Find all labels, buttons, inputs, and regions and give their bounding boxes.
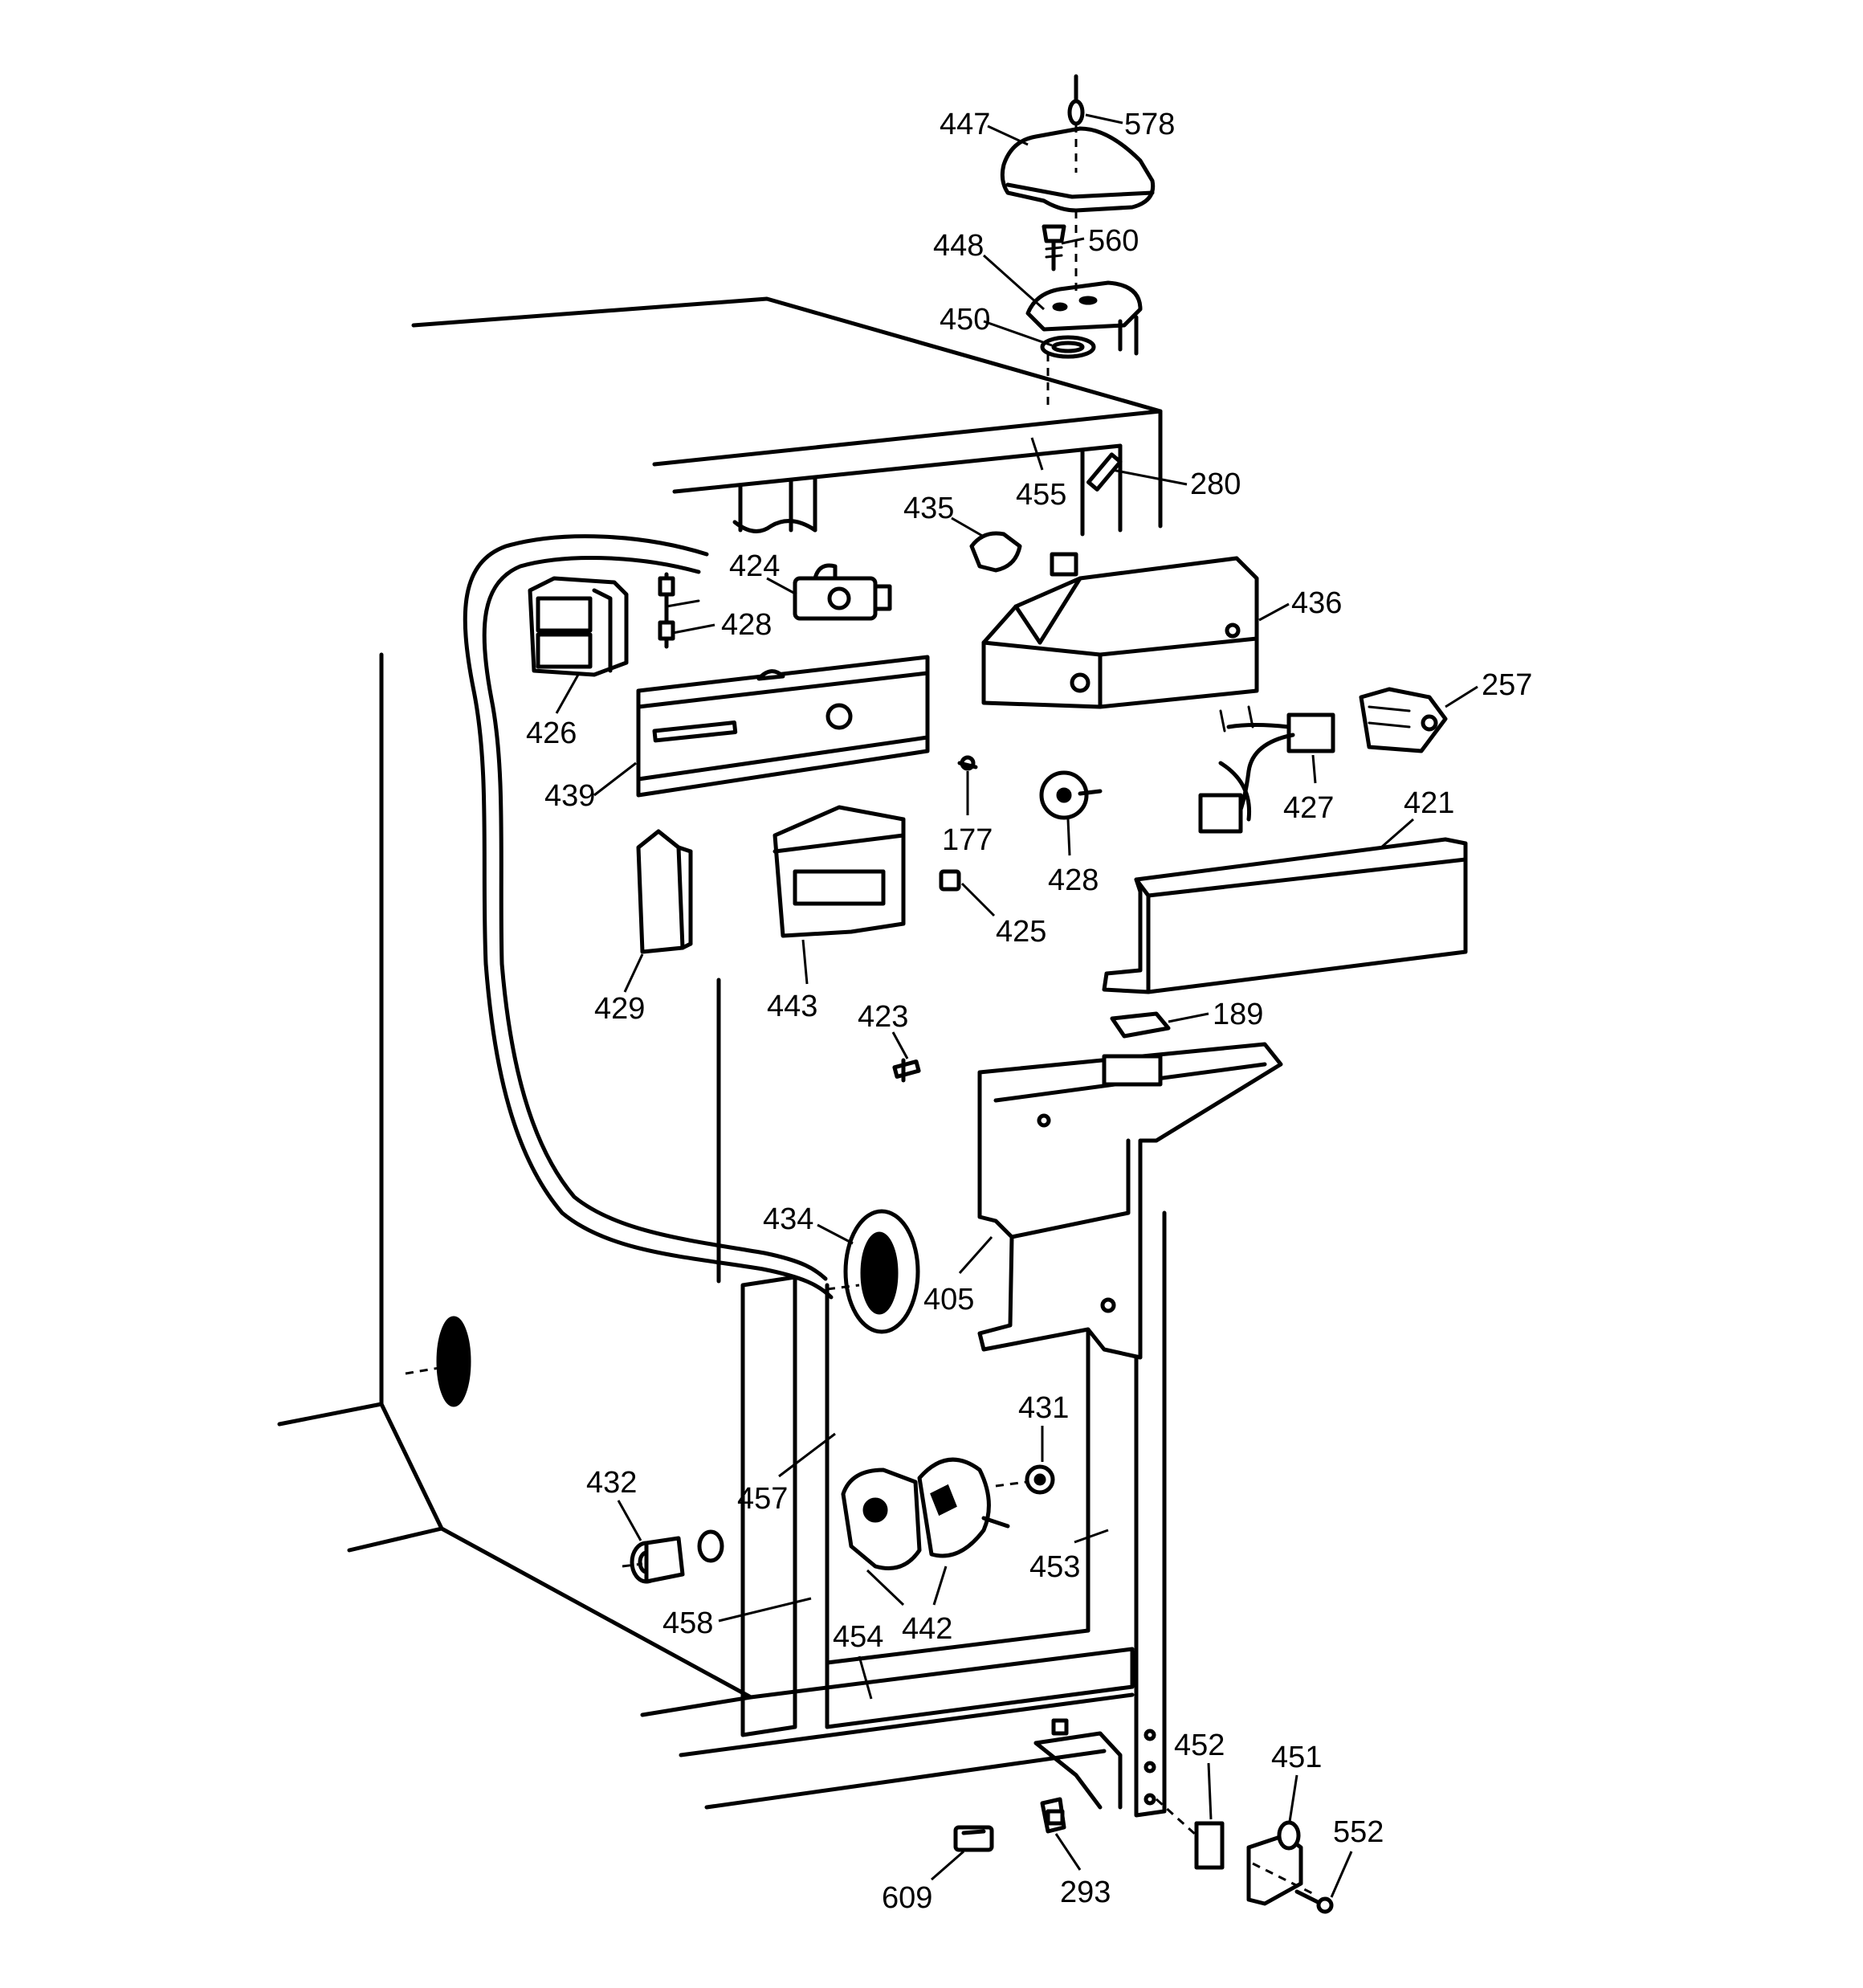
part-421-channel xyxy=(1102,837,1468,994)
label-423: 423 xyxy=(858,1000,908,1034)
part-434-grille xyxy=(826,1209,920,1334)
part-429-bracket xyxy=(636,829,693,954)
leader-lines xyxy=(555,113,1478,1898)
part-578-screw xyxy=(1067,74,1085,173)
part-405-cover xyxy=(977,1042,1283,1360)
label-434: 434 xyxy=(763,1202,813,1236)
label-450: 450 xyxy=(940,303,990,337)
part-452-shim xyxy=(1155,1798,1225,1870)
label-432: 432 xyxy=(586,1466,637,1500)
part-189 xyxy=(1110,1011,1171,1039)
label-405: 405 xyxy=(923,1283,974,1316)
label-428-gear: 428 xyxy=(1048,863,1099,897)
part-280 xyxy=(1086,452,1123,492)
label-257: 257 xyxy=(1482,668,1532,702)
label-435: 435 xyxy=(903,492,954,525)
part-425 xyxy=(939,869,961,892)
part-424-thermostat xyxy=(793,563,892,621)
label-443: 443 xyxy=(767,990,817,1023)
label-177: 177 xyxy=(942,823,993,857)
label-293: 293 xyxy=(1060,1876,1111,1909)
part-442-damper xyxy=(841,1457,1010,1570)
part-427-harness xyxy=(1198,705,1335,834)
part-450-shim xyxy=(1040,335,1096,410)
label-454: 454 xyxy=(833,1620,883,1654)
label-458: 458 xyxy=(662,1606,713,1640)
label-424: 424 xyxy=(729,549,780,583)
label-429: 429 xyxy=(594,992,645,1026)
part-609 xyxy=(953,1825,994,1852)
part-257-timer xyxy=(1359,687,1448,753)
part-177-screw xyxy=(957,755,978,771)
label-452: 452 xyxy=(1174,1729,1225,1762)
label-453: 453 xyxy=(1029,1550,1080,1584)
part-base-bracket xyxy=(1033,1718,1156,1810)
part-426-switch xyxy=(528,576,629,677)
part-423 xyxy=(892,1058,921,1083)
label-280: 280 xyxy=(1190,467,1241,501)
label-609: 609 xyxy=(882,1881,932,1915)
part-552-screw xyxy=(1294,1889,1334,1914)
part-560-bolt xyxy=(1042,224,1066,271)
label-448: 448 xyxy=(933,229,984,263)
part-448-hinge xyxy=(1025,210,1143,356)
part-436-control-housing xyxy=(981,552,1259,709)
label-451: 451 xyxy=(1271,1741,1322,1774)
label-578: 578 xyxy=(1124,108,1175,141)
label-421: 421 xyxy=(1404,786,1454,820)
label-560: 560 xyxy=(1088,224,1139,258)
part-428-bracket-top xyxy=(658,572,700,649)
part-443-plate xyxy=(773,805,906,938)
part-293 xyxy=(1040,1797,1066,1834)
label-425: 425 xyxy=(996,915,1046,949)
part-451-hinge xyxy=(1246,1820,1318,1906)
label-436: 436 xyxy=(1291,586,1342,620)
label-447: 447 xyxy=(940,108,990,141)
part-432 xyxy=(622,1529,724,1584)
part-428-gear xyxy=(1039,770,1103,820)
label-431: 431 xyxy=(1018,1391,1069,1425)
label-428-top: 428 xyxy=(721,608,772,642)
part-431 xyxy=(995,1464,1055,1495)
part-labels: 578 447 560 448 450 280 455 435 436 424 … xyxy=(526,108,1532,1915)
cabinet-outline xyxy=(277,296,1167,1818)
part-435 xyxy=(969,531,1022,573)
part-447-hinge-cover xyxy=(1000,126,1156,213)
label-427: 427 xyxy=(1283,791,1334,825)
label-455: 455 xyxy=(1016,478,1066,512)
label-552: 552 xyxy=(1333,1815,1384,1849)
label-426: 426 xyxy=(526,716,577,750)
part-439-rail xyxy=(636,655,930,798)
label-439: 439 xyxy=(544,779,595,813)
label-189: 189 xyxy=(1213,998,1263,1031)
label-457: 457 xyxy=(737,1482,788,1516)
label-442: 442 xyxy=(902,1612,952,1646)
